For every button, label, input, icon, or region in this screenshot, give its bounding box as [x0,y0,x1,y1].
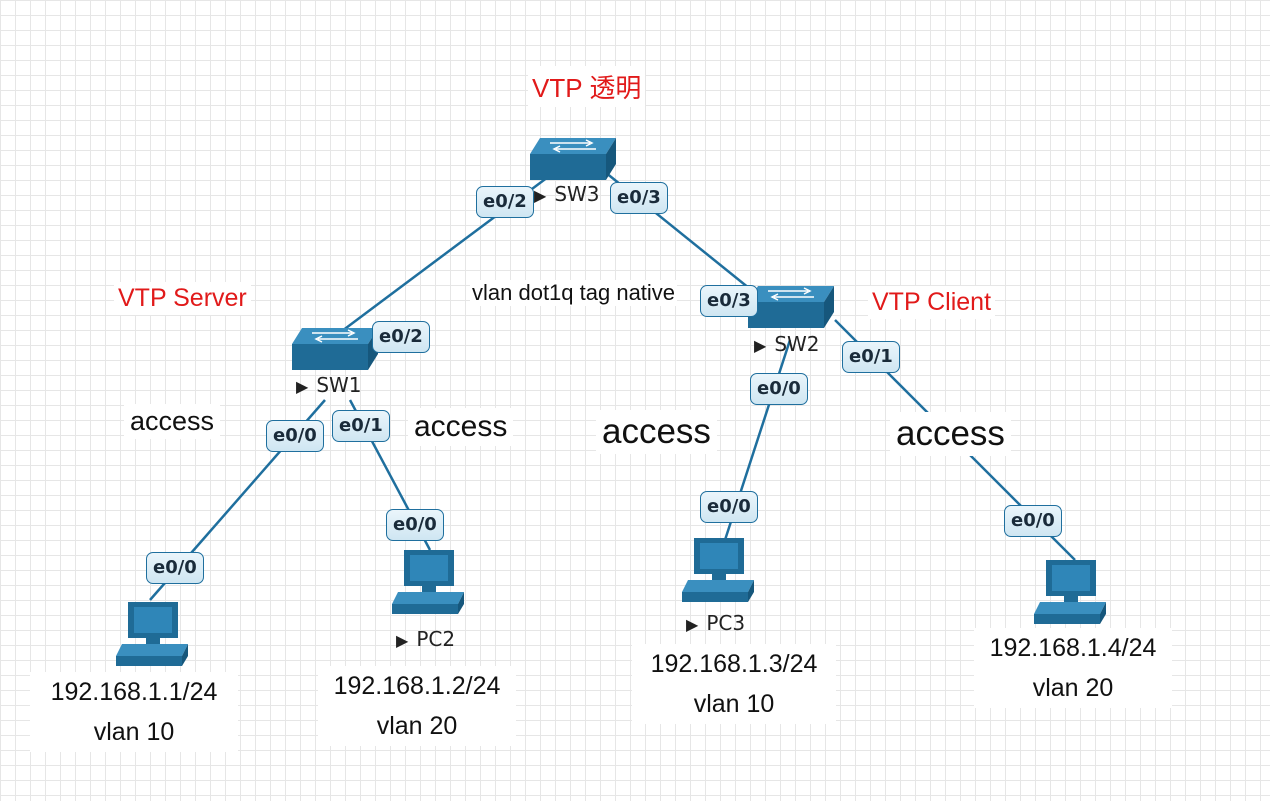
sw3-name: ▶SW3 [534,182,600,206]
pc3-ip: 192.168.1.3/24 [650,650,818,678]
switch-icon [292,328,378,370]
access-label-pc2: access [408,408,514,446]
pc2-name: ▶PC2 [396,627,456,651]
port-label-sw1-e0-0: e0/0 [266,420,324,452]
pc2-ip: 192.168.1.2/24 [333,672,501,700]
sw2-name: ▶SW2 [754,332,820,356]
pc1-ip: 192.168.1.1/24 [50,678,218,706]
pc3-name: ▶PC3 [686,611,746,635]
play-icon: ▶ [534,186,547,205]
sw1-role-label: VTP Server [114,282,251,315]
sw1-name: ▶SW1 [296,373,362,397]
play-icon: ▶ [296,377,309,396]
switch-icon [530,138,616,180]
pc-icon [116,602,188,666]
play-icon: ▶ [754,336,767,355]
pc2-address-box: 192.168.1.2/24 vlan 20 [318,666,516,746]
pc-pc4[interactable] [1034,558,1112,626]
sw3-role-label: VTP 透明 [528,66,646,107]
pc1-address-box: 192.168.1.1/24 vlan 10 [30,672,238,752]
pc4-address-box: 192.168.1.4/24 vlan 20 [974,628,1172,708]
play-icon: ▶ [686,615,699,634]
sw2-role-label: VTP Client [868,286,996,319]
port-label-pc4-e0-0: e0/0 [1004,505,1062,537]
switch-sw2[interactable] [748,284,836,330]
pc-pc3[interactable] [682,536,760,604]
access-label-pc1: access [124,404,221,439]
pc-icon [392,550,464,614]
port-label-sw1-e0-1: e0/1 [332,410,390,442]
pc-icon [682,538,754,602]
port-label-sw3-e0-2: e0/2 [476,186,534,218]
pc3-vlan: vlan 10 [693,690,775,718]
port-label-pc2-e0-0: e0/0 [386,509,444,541]
switch-sw3[interactable] [530,136,618,182]
pc4-vlan: vlan 20 [1032,674,1114,702]
pc-icon [1034,560,1106,624]
port-label-sw3-e0-3: e0/3 [610,182,668,214]
port-label-sw2-e0-0: e0/0 [750,373,808,405]
play-icon: ▶ [396,631,409,650]
trunk-note: vlan dot1q tag native [470,280,678,306]
switch-icon [748,286,834,328]
port-label-pc1-e0-0: e0/0 [146,552,204,584]
port-label-sw2-e0-3: e0/3 [700,285,758,317]
pc-pc2[interactable] [392,548,470,616]
access-label-pc3: access [596,410,717,454]
pc-pc1[interactable] [116,600,194,668]
access-label-pc4: access [890,412,1011,456]
port-label-sw1-e0-2: e0/2 [372,321,430,353]
pc4-ip: 192.168.1.4/24 [989,634,1157,662]
port-label-sw2-e0-1: e0/1 [842,341,900,373]
pc3-address-box: 192.168.1.3/24 vlan 10 [632,644,836,724]
switch-sw1[interactable] [292,326,380,372]
pc2-vlan: vlan 20 [376,712,458,740]
port-label-pc3-e0-0: e0/0 [700,491,758,523]
pc1-vlan: vlan 10 [93,718,175,746]
